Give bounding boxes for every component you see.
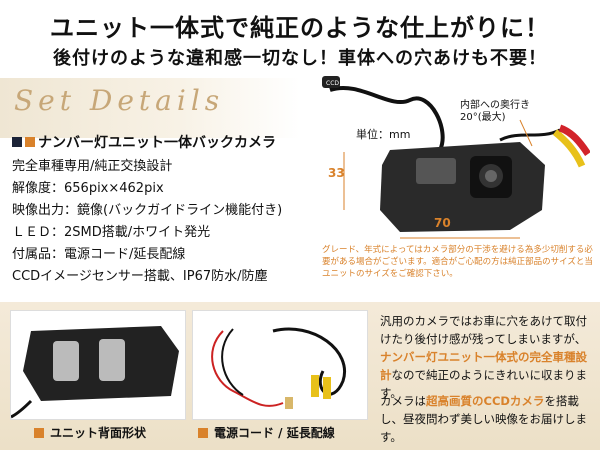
headline-main: ユニット一体式で純正のような仕上がりに！ (50, 14, 550, 42)
spec-row: ＬＥＤ：2SMD搭載/ホワイト発光 (12, 225, 211, 240)
description-fitment: 汎用のカメラではお車に穴をあけて取付けたり後付け感が残ってしまいますが、ナンバー… (380, 314, 587, 400)
camera-unit-illustration: CCD (322, 76, 591, 239)
power-cord-photo (192, 310, 368, 420)
spec-row: CCDイメージセンサー搭載、IP67防水/防塵 (12, 269, 268, 284)
spec-row: 解像度：656pix×462pix (12, 181, 164, 196)
headline-sub: 後付けのような違和感一切なし！車体への穴あけも不要！ (53, 48, 547, 69)
caption-unit-back: ユニット背面形状 (34, 424, 146, 441)
caption-power-cord: 電源コード / 延長配線 (198, 424, 335, 441)
decorative-banner (0, 78, 300, 138)
dimension-height: 33 (328, 166, 345, 180)
spec-title: ナンバー灯ユニット一体バックカメラ (12, 132, 276, 152)
spec-title-text: ナンバー灯ユニット一体バックカメラ (38, 135, 276, 151)
ccd-label: CCD (326, 80, 339, 87)
headline: ユニット一体式で純正のような仕上がりに！ 後付けのような違和感一切なし！車体への… (0, 0, 600, 70)
unit-back-photo (10, 310, 186, 420)
dark-square-icon (12, 137, 22, 147)
orange-square-icon (198, 427, 208, 438)
unit-back-illustration (10, 326, 179, 419)
set-details-logo: Set Details (14, 84, 225, 117)
product-diagram: CCD 単位：mm 内部への奥行き 20°(最大) 33 70 (320, 70, 591, 290)
unit-label: 単位：mm (356, 128, 411, 141)
spec-row: 映像出力：鏡像(バックガイドライン機能付き) (12, 203, 283, 218)
description-camera: カメラは超高画質のCCDカメラを搭載し、昼夜問わず美しい映像をお届けします。 (380, 394, 587, 444)
depth-label: 内部への奥行き 20°(最大) (460, 100, 530, 123)
dimension-width: 70 (434, 216, 451, 230)
spec-row: 付属品：電源コード/延長配線 (12, 247, 186, 262)
spec-list: 完全車種専用/純正交換設計 解像度：656pix×462pix 映像出力：鏡像(… (12, 156, 322, 288)
spec-row: 完全車種専用/純正交換設計 (12, 159, 173, 174)
orange-square-icon (25, 137, 35, 147)
fitment-note: グレード、年式によってはカメラ部分の干渉を避ける為多少切削する必要がある場合がご… (322, 245, 593, 279)
orange-square-icon (34, 427, 44, 438)
power-cord-illustration (211, 327, 346, 409)
